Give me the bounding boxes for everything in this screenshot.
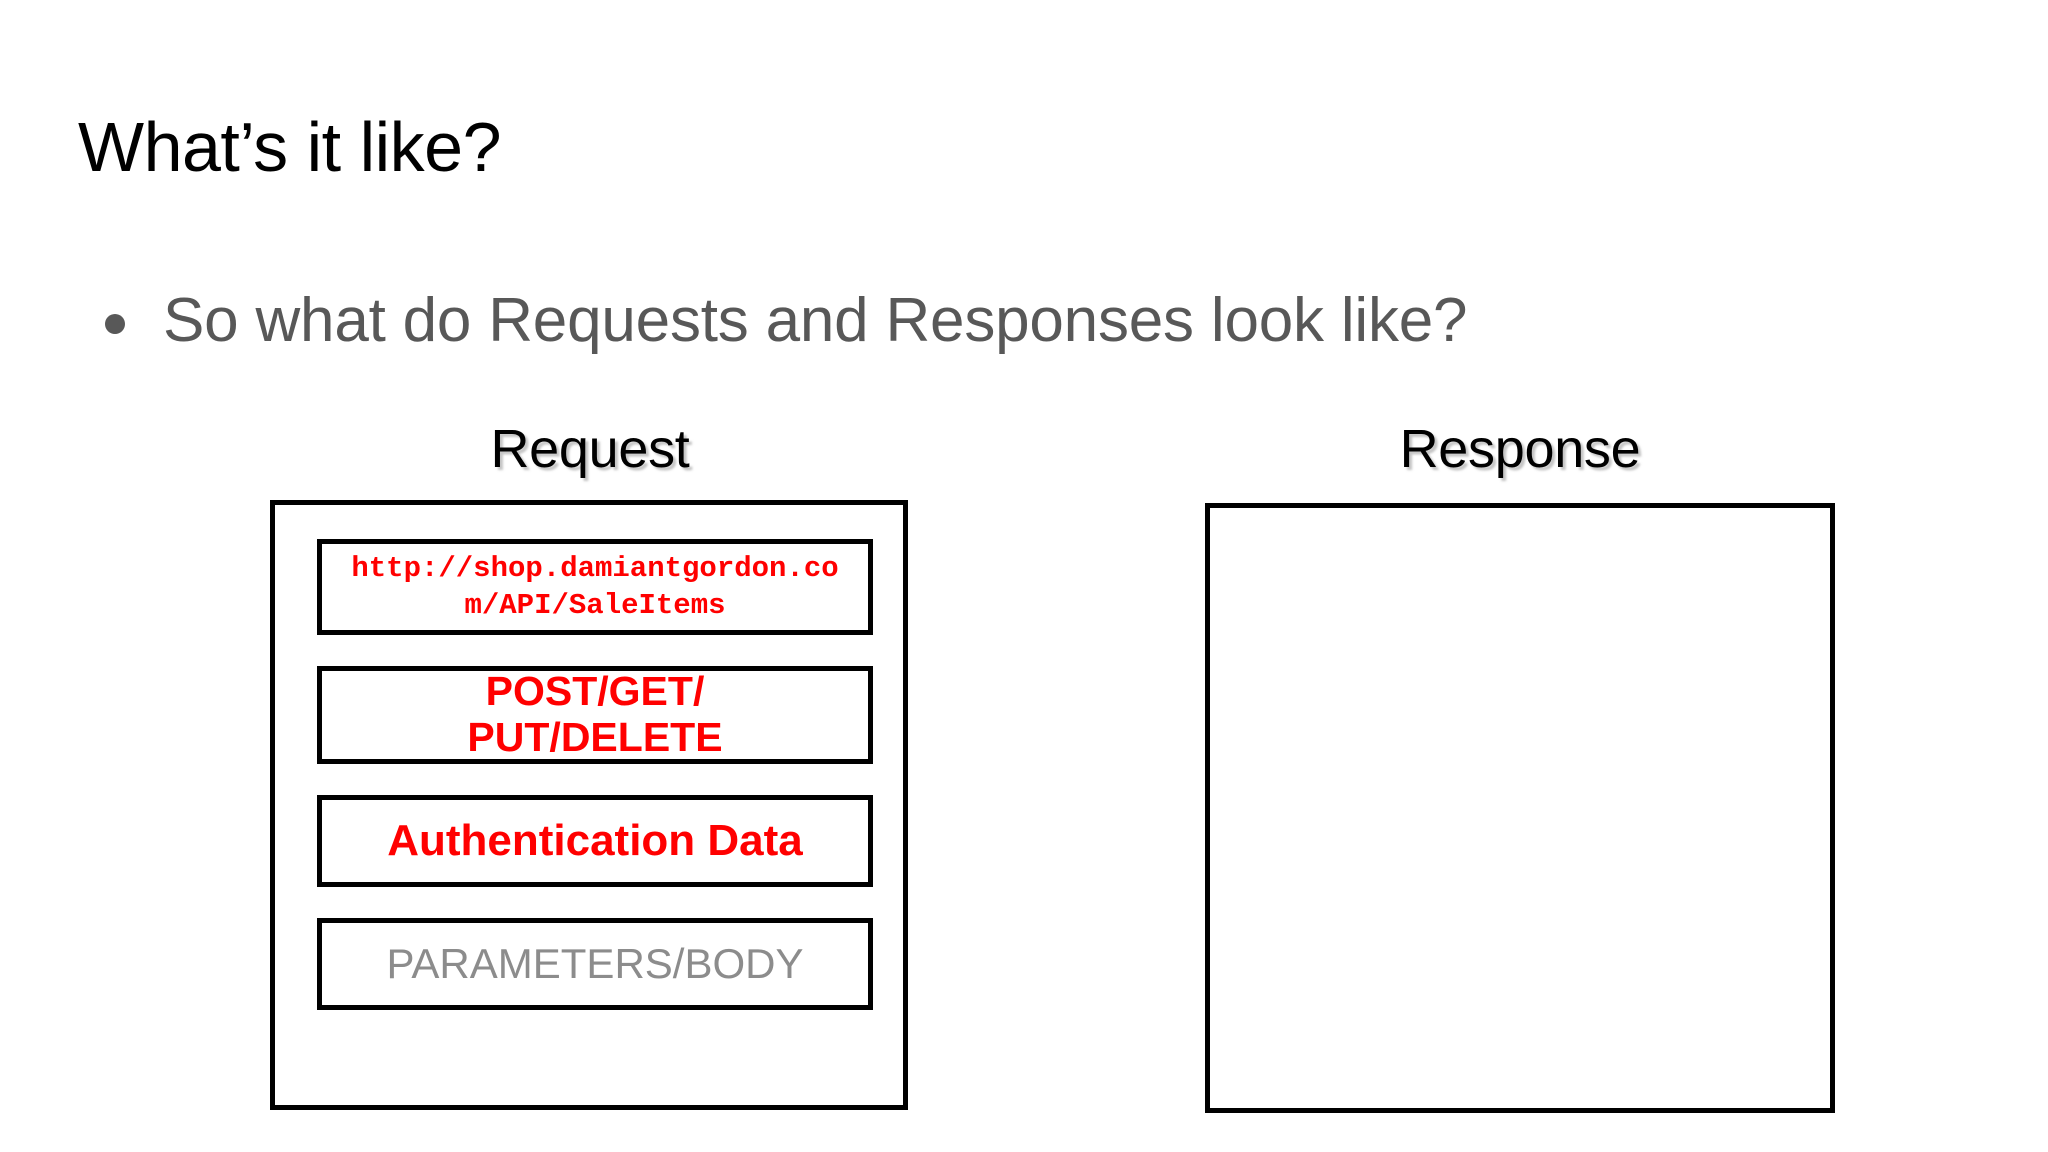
response-column-heading: Response [1399, 419, 1641, 479]
parameters-body-text: PARAMETERS/BODY [386, 940, 804, 987]
request-field-endpoint-url: http://shop.damiantgordon.com/API/SaleIt… [317, 539, 873, 635]
request-field-http-methods: POST/GET/ PUT/DELETE [317, 666, 873, 764]
request-field-parameters-body: PARAMETERS/BODY [317, 918, 873, 1010]
page-title: What’s it like? [78, 108, 502, 186]
authentication-data-text: Authentication Data [387, 816, 803, 865]
bullet-item-label: So what do Requests and Responses look l… [163, 286, 1468, 355]
bullet-dot-icon [105, 313, 125, 334]
http-methods-line-2: PUT/DELETE [467, 714, 723, 760]
request-field-authentication-data: Authentication Data [317, 795, 873, 887]
response-diagram-box [1205, 503, 1835, 1113]
request-diagram-box: http://shop.damiantgordon.com/API/SaleIt… [270, 500, 908, 1110]
bullet-list-item: So what do Requests and Responses look l… [105, 286, 1468, 355]
http-methods-text: POST/GET/ PUT/DELETE [467, 668, 723, 761]
request-fields-group: http://shop.damiantgordon.com/API/SaleIt… [317, 539, 873, 1010]
request-column-heading: Request [490, 419, 690, 479]
http-methods-line-1: POST/GET/ [485, 668, 705, 715]
endpoint-url-text: http://shop.damiantgordon.com/API/SaleIt… [351, 551, 839, 622]
